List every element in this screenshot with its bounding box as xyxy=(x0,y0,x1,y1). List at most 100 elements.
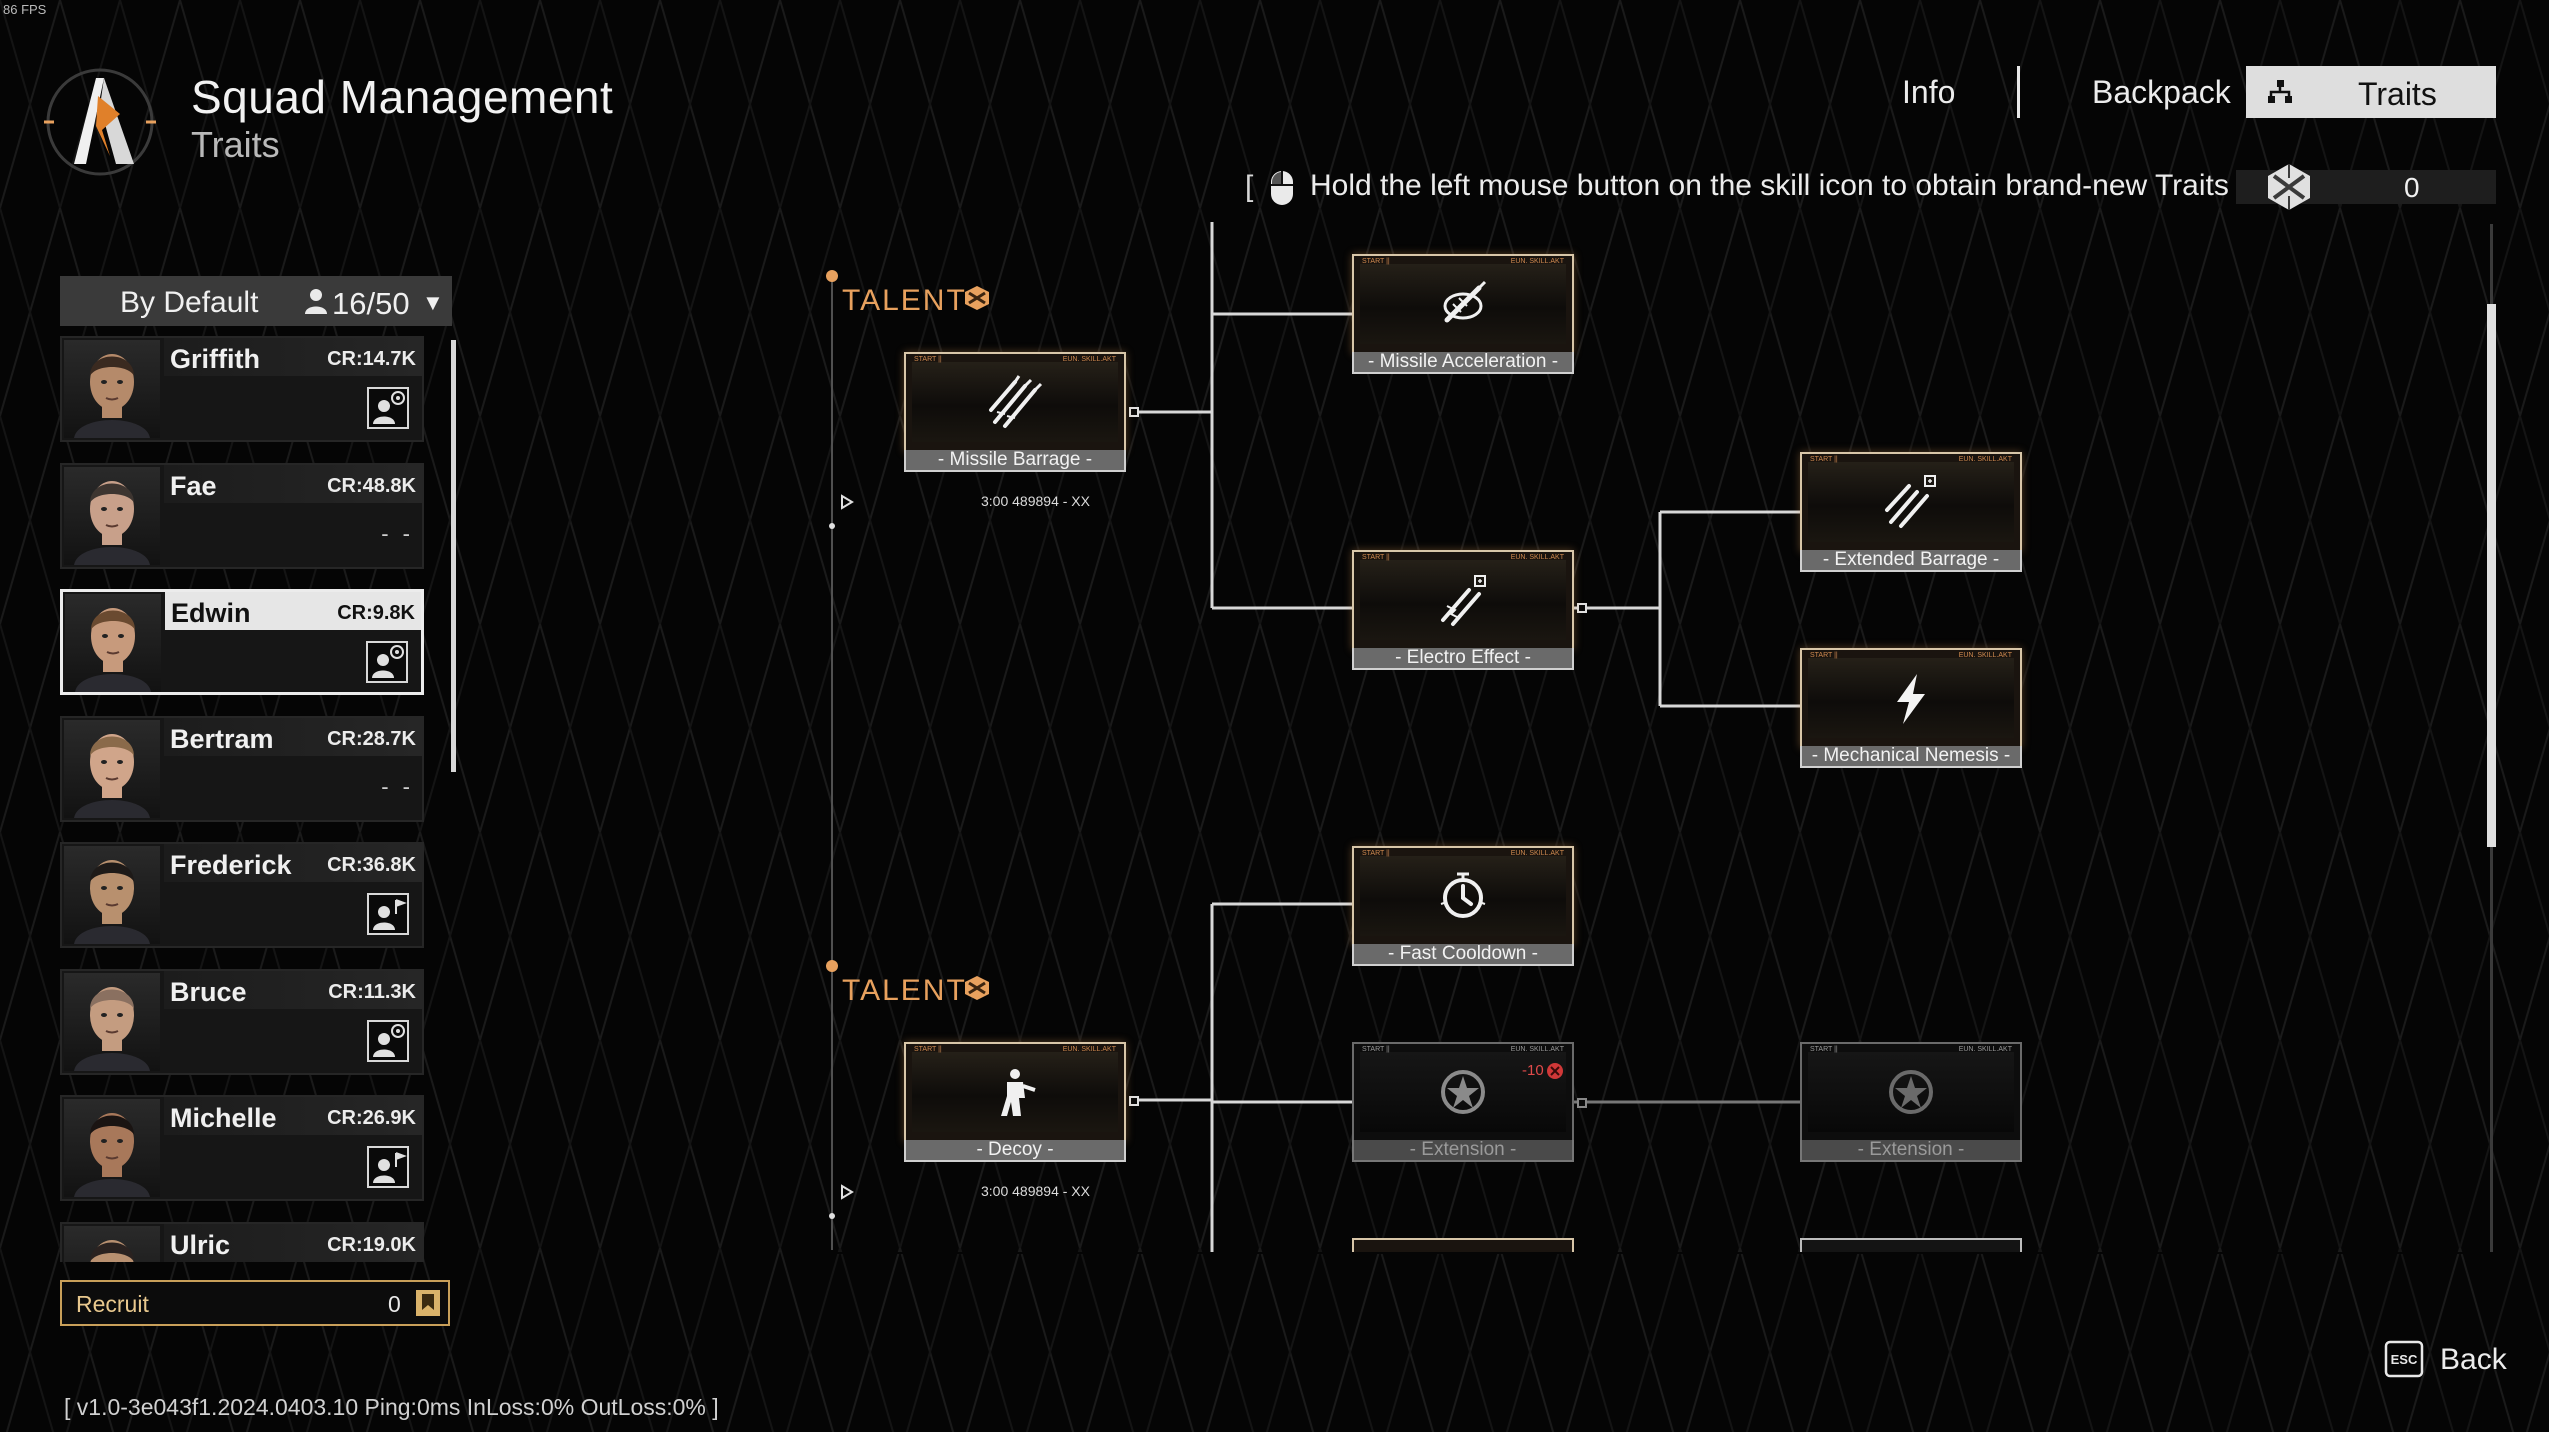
game-logo-icon xyxy=(44,68,156,176)
trait-node-decoy[interactable]: START || EUN. SKILL.AKT - Decoy - xyxy=(904,1042,1126,1162)
trait-node-extended-barrage[interactable]: START || EUN. SKILL.AKT - Extended Barra… xyxy=(1800,452,2022,572)
node-tag: EUN. SKILL.AKT xyxy=(1062,356,1116,363)
node-tag: EUN. SKILL.AKT xyxy=(1510,1046,1564,1053)
node-tag: START || xyxy=(914,1046,942,1053)
member-name: Fae xyxy=(170,470,217,501)
node-tag: EUN. SKILL.AKT xyxy=(1958,1046,2012,1053)
trait-node-partial[interactable] xyxy=(1800,1238,2022,1252)
trait-node-mechanical-nemesis[interactable]: START || EUN. SKILL.AKT - Mechanical Nem… xyxy=(1800,648,2022,768)
clock-icon xyxy=(1440,872,1486,918)
member-name: Bertram xyxy=(170,723,274,754)
member-name-bar xyxy=(165,592,421,630)
missile-acceleration-icon xyxy=(1443,280,1487,323)
extended-barrage-icon xyxy=(1885,475,1936,528)
node-tag: EUN. SKILL.AKT xyxy=(1510,554,1564,561)
squad-member-card[interactable]: Frederick CR:36.8K xyxy=(60,842,424,948)
tree-scrollbar[interactable] xyxy=(2487,304,2496,847)
trait-node-extension-2[interactable]: START || EUN. SKILL.AKT - Extension - xyxy=(1800,1042,2022,1162)
node-tag: EUN. SKILL.AKT xyxy=(1958,456,2012,463)
node-tag: START || xyxy=(1362,258,1390,265)
node-label: - Extension - xyxy=(1352,1140,1574,1162)
sort-dropdown[interactable] xyxy=(60,276,452,326)
trait-node-electro-effect[interactable]: START || EUN. SKILL.AKT - Electro Effect… xyxy=(1352,550,1574,670)
member-status: - - xyxy=(381,520,414,546)
tab-divider xyxy=(2017,66,2020,118)
electro-effect-icon xyxy=(1441,575,1486,626)
node-label: - Missile Barrage - xyxy=(904,450,1126,472)
member-name-bar xyxy=(164,1097,422,1135)
node-label: - Missile Acceleration - xyxy=(1352,352,1574,374)
missile-barrage-icon xyxy=(989,375,1043,428)
avatar xyxy=(64,719,160,818)
tab-traits-label: Traits xyxy=(2358,76,2437,112)
trait-node-missile-acceleration[interactable]: START || EUN. SKILL.AKT - Missile Accele… xyxy=(1352,254,1574,374)
member-cr: CR:14.7K xyxy=(327,348,416,370)
node-label: - Extension - xyxy=(1800,1140,2022,1162)
person-flag-icon xyxy=(367,1146,409,1188)
avatar xyxy=(64,466,160,565)
mouse-left-icon xyxy=(1271,171,1293,205)
trait-node-extension[interactable]: START || EUN. SKILL.AKT -10 - Extension … xyxy=(1352,1042,1574,1162)
node-tag: START || xyxy=(1810,456,1838,463)
esc-key-icon: ESC xyxy=(2384,1340,2424,1378)
member-name: Ulric xyxy=(170,1229,231,1260)
talent-time: 3:00 489894 - XX xyxy=(981,1183,1090,1199)
talent-label: TALENT xyxy=(842,974,967,1007)
node-tag: START || xyxy=(1810,1046,1838,1053)
member-name: Edwin xyxy=(171,598,251,628)
member-status: - - xyxy=(381,773,414,799)
recruit-bar[interactable] xyxy=(60,1280,450,1326)
page-title: Squad Management xyxy=(191,71,614,123)
tree-clip-edge xyxy=(800,1252,2500,1254)
version-info: [ v1.0-3e043f1.2024.0403.10 Ping:0ms InL… xyxy=(64,1394,719,1420)
person-flag-icon xyxy=(367,893,409,935)
squad-member-card[interactable]: Michelle CR:26.9K xyxy=(60,1095,424,1201)
tab-traits[interactable]: Traits xyxy=(2246,66,2496,118)
node-tag: START || xyxy=(914,356,942,363)
sort-label: By Default xyxy=(120,286,259,319)
node-tag: START || xyxy=(1362,850,1390,857)
squad-member-card[interactable]: Griffith CR:14.7K xyxy=(60,336,424,442)
squad-list-scrollbar[interactable] xyxy=(451,340,456,772)
node-label: - Mechanical Nemesis - xyxy=(1800,746,2022,768)
trait-node-missile-barrage[interactable]: START || EUN. SKILL.AKT - Missile Barrag… xyxy=(904,352,1126,472)
member-cr: CR:26.9K xyxy=(327,1107,416,1129)
talent-label: TALENT xyxy=(842,284,967,317)
member-name: Bruce xyxy=(170,976,247,1007)
person-target-icon xyxy=(366,641,408,683)
squad-member-card[interactable]: Edwin CR:9.8K xyxy=(60,589,424,695)
trait-node-fast-cooldown[interactable]: START || EUN. SKILL.AKT - Fast Cooldown … xyxy=(1352,846,1574,966)
cost-badge: -10 xyxy=(1522,1062,1544,1079)
trait-points-value: 0 xyxy=(2404,172,2420,203)
fps-counter: 86 FPS xyxy=(3,2,47,17)
member-name-bar xyxy=(164,464,422,503)
tab-info[interactable]: Info xyxy=(1902,74,1956,110)
member-name-bar xyxy=(164,844,422,882)
hint-bracket: [ xyxy=(1245,170,1254,203)
member-cr: CR:36.8K xyxy=(327,854,416,876)
member-cr: CR:9.8K xyxy=(337,602,415,624)
tab-backpack[interactable]: Backpack xyxy=(2092,74,2231,110)
member-name: Griffith xyxy=(170,344,260,374)
squad-member-card[interactable]: Bertram CR:28.7K - - xyxy=(60,715,424,822)
back-button[interactable]: Back xyxy=(2440,1343,2507,1376)
member-name: Frederick xyxy=(170,850,292,880)
member-cr: CR:28.7K xyxy=(327,727,416,750)
avatar xyxy=(64,846,160,944)
member-name: Michelle xyxy=(170,1103,277,1133)
node-label: - Decoy - xyxy=(904,1140,1126,1162)
squad-count: 16/50 xyxy=(332,286,410,321)
lightning-icon xyxy=(1897,674,1925,724)
trait-node-partial[interactable] xyxy=(1352,1238,1574,1252)
node-tag: START || xyxy=(1810,652,1838,659)
member-name-bar xyxy=(164,338,422,376)
node-tag: START || xyxy=(1362,1046,1390,1053)
member-name-bar xyxy=(164,970,422,1009)
talent-cube-icon xyxy=(965,286,989,310)
avatar xyxy=(64,1225,160,1262)
